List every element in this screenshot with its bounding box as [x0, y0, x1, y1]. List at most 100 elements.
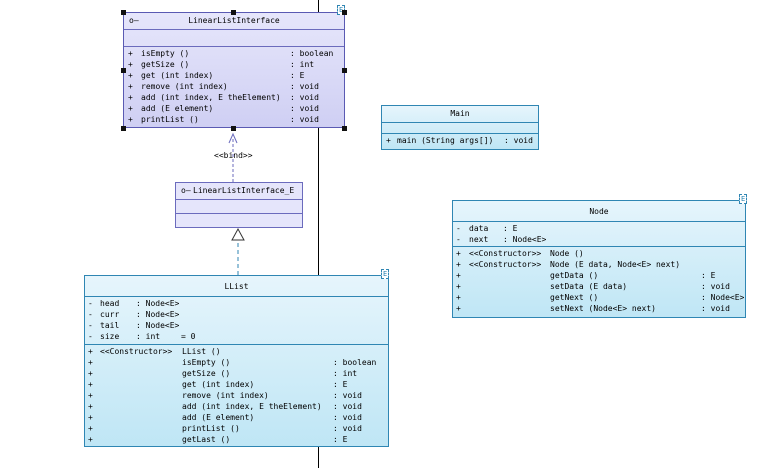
selection-handle[interactable] [342, 10, 347, 15]
interface-name: LinearListInterface [188, 16, 280, 25]
selection-handle[interactable] [121, 126, 126, 131]
main-class-name: Main [450, 109, 470, 118]
member-name: getSize () [182, 369, 231, 378]
bound-interface-box[interactable]: o— LinearListInterface_E [175, 182, 303, 228]
member-vis: + [456, 282, 461, 291]
realization-arrowhead [231, 227, 245, 241]
member-name: get (int index) [141, 71, 214, 80]
member-name: Node () [550, 249, 584, 258]
member-row[interactable]: +<<Constructor>>Node (E data, Node<E> ne… [453, 259, 745, 270]
member-name: getLast () [182, 435, 231, 444]
vertical-divider [318, 0, 319, 468]
selection-handle[interactable] [342, 126, 347, 131]
member-row[interactable]: +setNext (Node<E> next): void [453, 303, 745, 314]
llist-class-box[interactable]: LList -head: Node<E>-curr: Node<E>-tail:… [84, 275, 389, 447]
member-name: setData (E data) [550, 282, 628, 291]
member-vis: + [88, 402, 93, 411]
member-row[interactable]: -next: Node<E> [453, 234, 745, 245]
member-row[interactable]: +setData (E data): void [453, 281, 745, 292]
member-name: add (E element) [141, 104, 214, 113]
member-name: get (int index) [182, 380, 255, 389]
member-row[interactable]: -tail: Node<E> [85, 320, 388, 331]
member-stereo: <<Constructor>> [469, 260, 542, 269]
selection-handle[interactable] [231, 126, 236, 131]
member-name: getData () [550, 271, 599, 280]
member-name: size [100, 332, 120, 341]
member-vis: - [88, 332, 93, 341]
member-vis: + [456, 271, 461, 280]
selection-handle[interactable] [342, 68, 347, 73]
member-type: : int [136, 332, 161, 341]
member-vis: + [128, 82, 133, 91]
member-name: remove (int index) [182, 391, 269, 400]
member-type: : void [290, 104, 319, 113]
member-name: printList () [141, 115, 199, 124]
member-type: : E [290, 71, 305, 80]
bound-interface-name: LinearListInterface_E [193, 186, 295, 195]
member-row[interactable]: +getSize (): int [124, 59, 344, 70]
member-row[interactable]: +<<Constructor>>LList () [85, 346, 388, 357]
member-row[interactable]: +getData (): E [453, 270, 745, 281]
member-type: : boolean [333, 358, 377, 367]
member-row[interactable]: +add (int index, E theElement): void [124, 92, 344, 103]
member-vis: + [128, 49, 133, 58]
member-vis: - [456, 224, 461, 233]
member-row[interactable]: +main (String args[]): void [382, 135, 538, 146]
member-type: : Node<E> [136, 310, 180, 319]
member-row[interactable]: + get (int index) : E [124, 70, 344, 81]
bind-label: <<bind>> [214, 151, 253, 160]
member-row[interactable]: +remove (int index): void [85, 390, 388, 401]
member-vis: + [128, 71, 133, 80]
member-vis: + [456, 249, 461, 258]
member-type: : void [290, 115, 319, 124]
member-vis: + [456, 304, 461, 313]
member-name: add (int index, E theElement) [141, 93, 281, 102]
member-row[interactable]: +add (E element): void [124, 103, 344, 114]
member-type: : void [333, 424, 362, 433]
member-name: isEmpty () [182, 358, 231, 367]
member-name: next [469, 235, 489, 244]
member-vis: + [88, 347, 93, 356]
member-name: add (E element) [182, 413, 255, 422]
selection-handle[interactable] [121, 10, 126, 15]
member-row[interactable]: +add (int index, E theElement): void [85, 401, 388, 412]
member-type: : void [333, 413, 362, 422]
member-type: : void [333, 391, 362, 400]
member-name: head [100, 299, 120, 308]
member-row[interactable]: +add (E element): void [85, 412, 388, 423]
member-vis: + [128, 115, 133, 124]
member-row[interactable]: +remove (int index): void [124, 81, 344, 92]
member-row[interactable]: +isEmpty (): boolean [85, 357, 388, 368]
main-class-box[interactable]: Main +main (String args[]): void [381, 105, 539, 150]
member-row[interactable]: + isEmpty () : boolean [124, 48, 344, 59]
selection-handle[interactable] [231, 10, 236, 15]
member-row[interactable]: -curr: Node<E> [85, 309, 388, 320]
member-name: Node (E data, Node<E> next) [550, 260, 681, 269]
member-type: : boolean [290, 49, 334, 58]
member-row[interactable]: +getLast (): E [85, 434, 388, 445]
selection-handle[interactable] [121, 68, 126, 73]
member-row[interactable]: +getSize (): int [85, 368, 388, 379]
member-stereo: <<Constructor>> [100, 347, 173, 356]
member-row[interactable]: -data: E [453, 223, 745, 234]
member-name: isEmpty () [141, 49, 190, 58]
llist-template-param: E [381, 269, 390, 279]
member-vis: + [88, 435, 93, 444]
node-class-box[interactable]: Node -data: E-next: Node<E> +<<Construct… [452, 200, 746, 318]
member-name: printList () [182, 424, 240, 433]
member-row[interactable]: +<<Constructor>>Node () [453, 248, 745, 259]
member-row[interactable]: + printList () : void [124, 114, 344, 125]
member-vis: - [88, 310, 93, 319]
member-name: tail [100, 321, 120, 330]
member-row[interactable]: +getNext (): Node<E> [453, 292, 745, 303]
member-type: : void [333, 402, 362, 411]
node-template-param: E [739, 194, 748, 204]
member-row[interactable]: +printList (): void [85, 423, 388, 434]
member-row[interactable]: -head: Node<E> [85, 298, 388, 309]
member-row[interactable]: +get (int index): E [85, 379, 388, 390]
member-row[interactable]: -size: int= 0 [85, 331, 388, 342]
linear-list-interface-box[interactable]: o— LinearListInterface +isEmpty (): bool… [123, 12, 345, 128]
member-vis: - [88, 321, 93, 330]
member-name: getNext () [550, 293, 599, 302]
